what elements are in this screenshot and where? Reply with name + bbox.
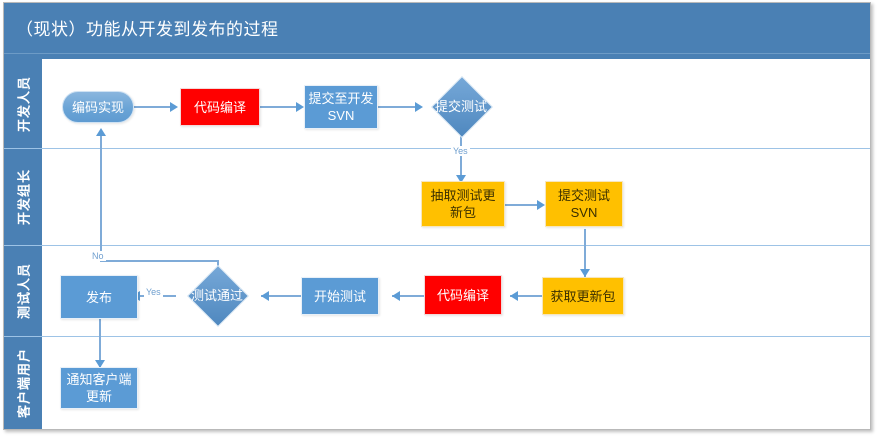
arrowhead-coding-to-compile <box>170 102 178 112</box>
node-test-pass-decision[interactable]: 测试通过 <box>176 264 258 328</box>
lane-label-client-user-text: 客户端用户 <box>16 347 32 419</box>
lane-label-client-user: 客户端用户 <box>4 337 42 429</box>
node-notify-client-update-label-line1: 通知客户端 <box>66 372 132 387</box>
node-submit-test-label: 提交测试 <box>434 98 487 114</box>
connector-coding-to-compile <box>134 106 170 108</box>
lane-label-developer: 开发人员 <box>4 59 42 149</box>
node-commit-test-svn-label-line1: 提交测试 <box>557 188 610 203</box>
lane-label-developer-text: 开发人员 <box>16 75 32 132</box>
node-fetch-update-package-label: 获取更新包 <box>550 288 616 304</box>
title-divider <box>4 53 870 60</box>
arrowhead-starttest-to-testpass <box>261 291 269 301</box>
diagram-title-bar: （现状）功能从开发到发布的过程 <box>4 3 870 53</box>
node-compile-test-label: 代码编译 <box>436 287 489 303</box>
arrowhead-compiletest-to-starttest <box>392 291 400 301</box>
node-extract-test-package-label-line2: 新包 <box>449 205 476 220</box>
connector-release-to-notify <box>99 319 101 367</box>
lane-label-tester-text: 测试人员 <box>16 262 32 320</box>
arrowhead-release-to-notify <box>95 360 105 368</box>
node-submit-test-decision[interactable]: 提交测试 <box>422 75 500 139</box>
arrowhead-submittest-to-extractpkg <box>456 175 466 183</box>
lane-label-dev-lead-text: 开发组长 <box>16 168 32 226</box>
connector-committestsvn-to-fetchpkg <box>584 229 586 277</box>
node-coding-label: 编码实现 <box>71 99 124 115</box>
node-commit-test-svn-label-line2: SVN <box>570 205 598 220</box>
connector-compiletest-to-starttest <box>392 295 424 297</box>
arrowhead-testpass-no-to-coding <box>96 128 106 136</box>
node-test-pass-label: 测试通过 <box>190 287 243 303</box>
connector-fetchpkg-to-compiletest <box>510 295 542 297</box>
node-start-test[interactable]: 开始测试 <box>301 277 379 315</box>
edge-label-submit-test-yes: Yes <box>451 146 470 156</box>
arrowhead-fetchpkg-to-compiletest <box>510 291 518 301</box>
node-coding[interactable]: 编码实现 <box>62 91 134 123</box>
connector-testpass-no-left <box>100 260 219 262</box>
connector-compile-to-commitsvn <box>260 106 296 108</box>
lane-label-dev-lead: 开发组长 <box>4 149 42 246</box>
lane-label-tester: 测试人员 <box>4 246 42 337</box>
node-extract-test-package[interactable]: 抽取测试更 新包 <box>421 181 505 227</box>
node-commit-test-svn[interactable]: 提交测试 SVN <box>545 181 623 227</box>
node-notify-client-update[interactable]: 通知客户端 更新 <box>60 367 138 409</box>
edge-label-test-pass-yes: Yes <box>144 287 163 297</box>
node-compile-dev-label: 代码编译 <box>193 99 246 115</box>
connector-testpass-no-to-coding <box>100 134 102 262</box>
connector-extractpkg-to-committestsvn <box>505 204 537 206</box>
lane-body-client-user <box>42 337 870 429</box>
node-extract-test-package-label-line1: 抽取测试更 <box>430 188 496 203</box>
arrowhead-compile-to-commitsvn <box>296 102 304 112</box>
node-release[interactable]: 发布 <box>60 275 138 319</box>
node-start-test-label: 开始测试 <box>313 288 366 304</box>
node-release-label: 发布 <box>85 289 112 305</box>
node-fetch-update-package[interactable]: 获取更新包 <box>542 277 624 315</box>
arrowhead-committestsvn-to-fetchpkg <box>580 269 590 277</box>
edge-label-test-pass-no: No <box>90 251 106 261</box>
node-commit-dev-svn-label-line2: SVN <box>327 108 355 123</box>
arrowhead-commitsvn-to-submittest <box>415 102 423 112</box>
connector-starttest-to-testpass <box>261 295 301 297</box>
page-title: （现状）功能从开发到发布的过程 <box>16 20 279 39</box>
connector-submittest-to-extractpkg <box>460 131 462 181</box>
connector-commitsvn-to-submittest <box>377 106 415 108</box>
node-compile-test[interactable]: 代码编译 <box>424 275 502 315</box>
arrowhead-extractpkg-to-committestsvn <box>537 200 545 210</box>
diagram-frame: （现状）功能从开发到发布的过程 开发人员 开发组长 测试人员 客户端用户 <box>3 2 871 430</box>
node-commit-dev-svn[interactable]: 提交至开发 SVN <box>304 85 378 129</box>
node-commit-dev-svn-label-line1: 提交至开发 <box>308 91 374 106</box>
node-notify-client-update-label-line2: 更新 <box>85 389 112 404</box>
node-compile-dev[interactable]: 代码编译 <box>180 88 260 126</box>
